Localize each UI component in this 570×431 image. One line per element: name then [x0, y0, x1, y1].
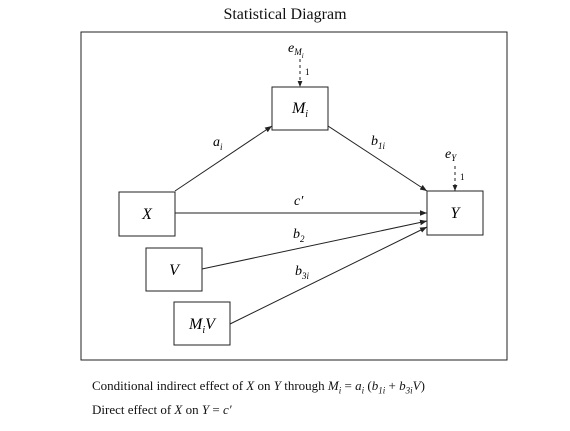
error-y-label: eY	[445, 147, 457, 163]
path-c-label: c′	[294, 194, 304, 209]
error-y-weight: 1	[460, 172, 465, 182]
node-v-box	[145, 247, 203, 292]
caption-direct-effect: Direct effect of X on Y = c′	[92, 402, 232, 417]
path-b2-arrow	[201, 219, 428, 270]
path-a-label: ai	[213, 135, 223, 152]
diagram-title: Statistical Diagram	[223, 6, 347, 23]
node-x-label: X	[141, 206, 153, 223]
node-mi-box	[271, 86, 329, 131]
node-mi-label: Mi	[291, 100, 308, 120]
error-m-weight: 1	[305, 67, 310, 77]
node-miv-label: MiV	[188, 316, 217, 336]
path-b3-arrow	[229, 226, 428, 325]
path-a-arrow	[174, 125, 273, 192]
diagram-frame	[80, 31, 508, 361]
node-miv-box	[173, 301, 231, 346]
error-m-label: eMi	[288, 41, 304, 60]
caption-indirect-effect: Conditional indirect effect of X on Y th…	[92, 378, 425, 396]
path-b3-label: b3i	[295, 264, 310, 281]
path-b1-label: b1i	[371, 134, 386, 151]
node-v-label: V	[169, 262, 181, 279]
node-x-box	[118, 191, 176, 237]
path-b2-label: b2	[293, 227, 305, 244]
node-y-box	[426, 190, 484, 236]
node-y-label: Y	[451, 205, 462, 222]
path-b1-arrow	[327, 125, 428, 192]
